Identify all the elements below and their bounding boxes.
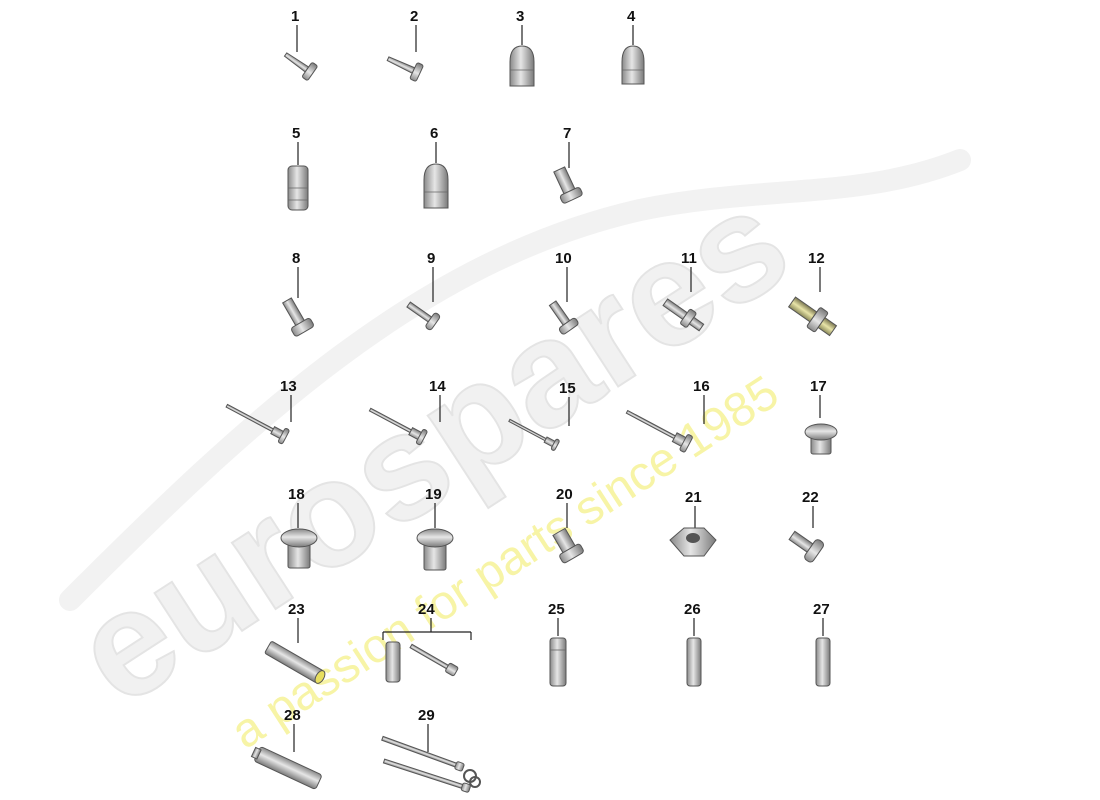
callout-10: 10 — [555, 250, 572, 267]
blind-rivet-icon — [225, 403, 290, 445]
callout-17: 17 — [810, 378, 827, 395]
part-19: 19 — [416, 486, 454, 571]
pin-icon — [549, 637, 567, 687]
bolt-icon — [409, 643, 459, 677]
callout-27: 27 — [813, 601, 830, 618]
callout-25: 25 — [548, 601, 565, 618]
callout-13: 13 — [280, 378, 297, 395]
blind-rivet-icon — [368, 407, 428, 446]
callout-15: 15 — [559, 380, 576, 397]
callout-18: 18 — [288, 486, 305, 503]
tapping-screw-icon — [283, 52, 318, 81]
bolt-icon — [553, 166, 583, 204]
rivet-nut-icon — [804, 423, 838, 455]
callout-2: 2 — [410, 8, 418, 25]
callout-3: 3 — [516, 8, 524, 25]
callout-14: 14 — [429, 378, 446, 395]
long-bolt-icon — [382, 758, 471, 793]
part-5: 5 — [287, 125, 309, 211]
callout-11: 11 — [681, 250, 697, 267]
part-3: 3 — [509, 8, 535, 87]
callout-12: 12 — [808, 250, 825, 267]
part-27: 27 — [813, 601, 831, 687]
part-17: 17 — [804, 378, 838, 455]
part-15: 15 — [508, 380, 576, 451]
watermark-swoosh — [59, 149, 971, 611]
part-4: 4 — [621, 8, 645, 85]
cap-nut-icon — [423, 163, 449, 209]
part-6: 6 — [423, 125, 449, 209]
cap-nut-icon — [621, 45, 645, 85]
tapping-screw-icon — [386, 56, 424, 82]
pin-icon — [815, 637, 831, 687]
callout-26: 26 — [684, 601, 701, 618]
part-24: 24 — [382, 601, 472, 683]
part-28: 28 — [250, 707, 322, 790]
callout-19: 19 — [425, 486, 442, 503]
part-13: 13 — [225, 378, 297, 445]
callout-20: 20 — [556, 486, 573, 503]
part-1: 1 — [283, 8, 318, 81]
part-2: 2 — [386, 8, 424, 82]
part-29: 29 — [381, 707, 481, 793]
part-23: 23 — [264, 601, 326, 684]
flange-bolt-icon — [552, 527, 584, 564]
bracket-24 — [382, 618, 472, 640]
callout-9: 9 — [427, 250, 435, 267]
part-8: 8 — [281, 250, 314, 337]
sleeve-icon — [264, 641, 326, 684]
rivet-nut-icon — [416, 528, 454, 571]
callout-4: 4 — [627, 8, 636, 25]
part-14: 14 — [368, 378, 446, 446]
screw-icon — [548, 300, 579, 335]
part-20: 20 — [552, 486, 584, 564]
bolt-icon — [281, 297, 314, 337]
callout-5: 5 — [292, 125, 300, 142]
rivet-nut-icon — [280, 528, 318, 569]
callout-22: 22 — [802, 489, 819, 506]
callout-23: 23 — [288, 601, 305, 618]
washer-icon — [463, 769, 481, 788]
screw-icon — [406, 301, 441, 331]
part-26: 26 — [684, 601, 702, 687]
screw-icon — [788, 530, 825, 563]
part-7: 7 — [553, 125, 583, 204]
part-18: 18 — [280, 486, 318, 569]
lug-nut-icon — [287, 165, 309, 211]
stud-bolt-icon — [787, 296, 838, 337]
part-25: 25 — [548, 601, 567, 687]
part-21: 21 — [669, 489, 717, 557]
callout-1: 1 — [291, 8, 299, 25]
pin-icon — [686, 637, 702, 687]
part-12: 12 — [787, 250, 838, 337]
callout-28: 28 — [284, 707, 301, 724]
callout-29: 29 — [418, 707, 435, 724]
callout-16: 16 — [693, 378, 710, 395]
part-11: 11 — [662, 250, 705, 332]
callout-7: 7 — [563, 125, 571, 142]
stud-bolt-icon — [662, 298, 705, 332]
blind-rivet-icon — [625, 409, 693, 453]
part-9: 9 — [406, 250, 441, 331]
cap-nut-icon — [509, 45, 535, 87]
long-bolt-icon — [381, 735, 465, 772]
flange-nut-icon — [669, 527, 717, 557]
callout-8: 8 — [292, 250, 300, 267]
callout-21: 21 — [685, 489, 702, 506]
blind-rivet-icon — [508, 418, 560, 451]
part-22: 22 — [788, 489, 825, 563]
part-16: 16 — [625, 378, 710, 453]
pin-icon — [385, 641, 401, 683]
callout-24: 24 — [418, 601, 435, 618]
part-10: 10 — [548, 250, 579, 335]
callout-6: 6 — [430, 125, 438, 142]
sleeve-icon — [250, 746, 322, 790]
